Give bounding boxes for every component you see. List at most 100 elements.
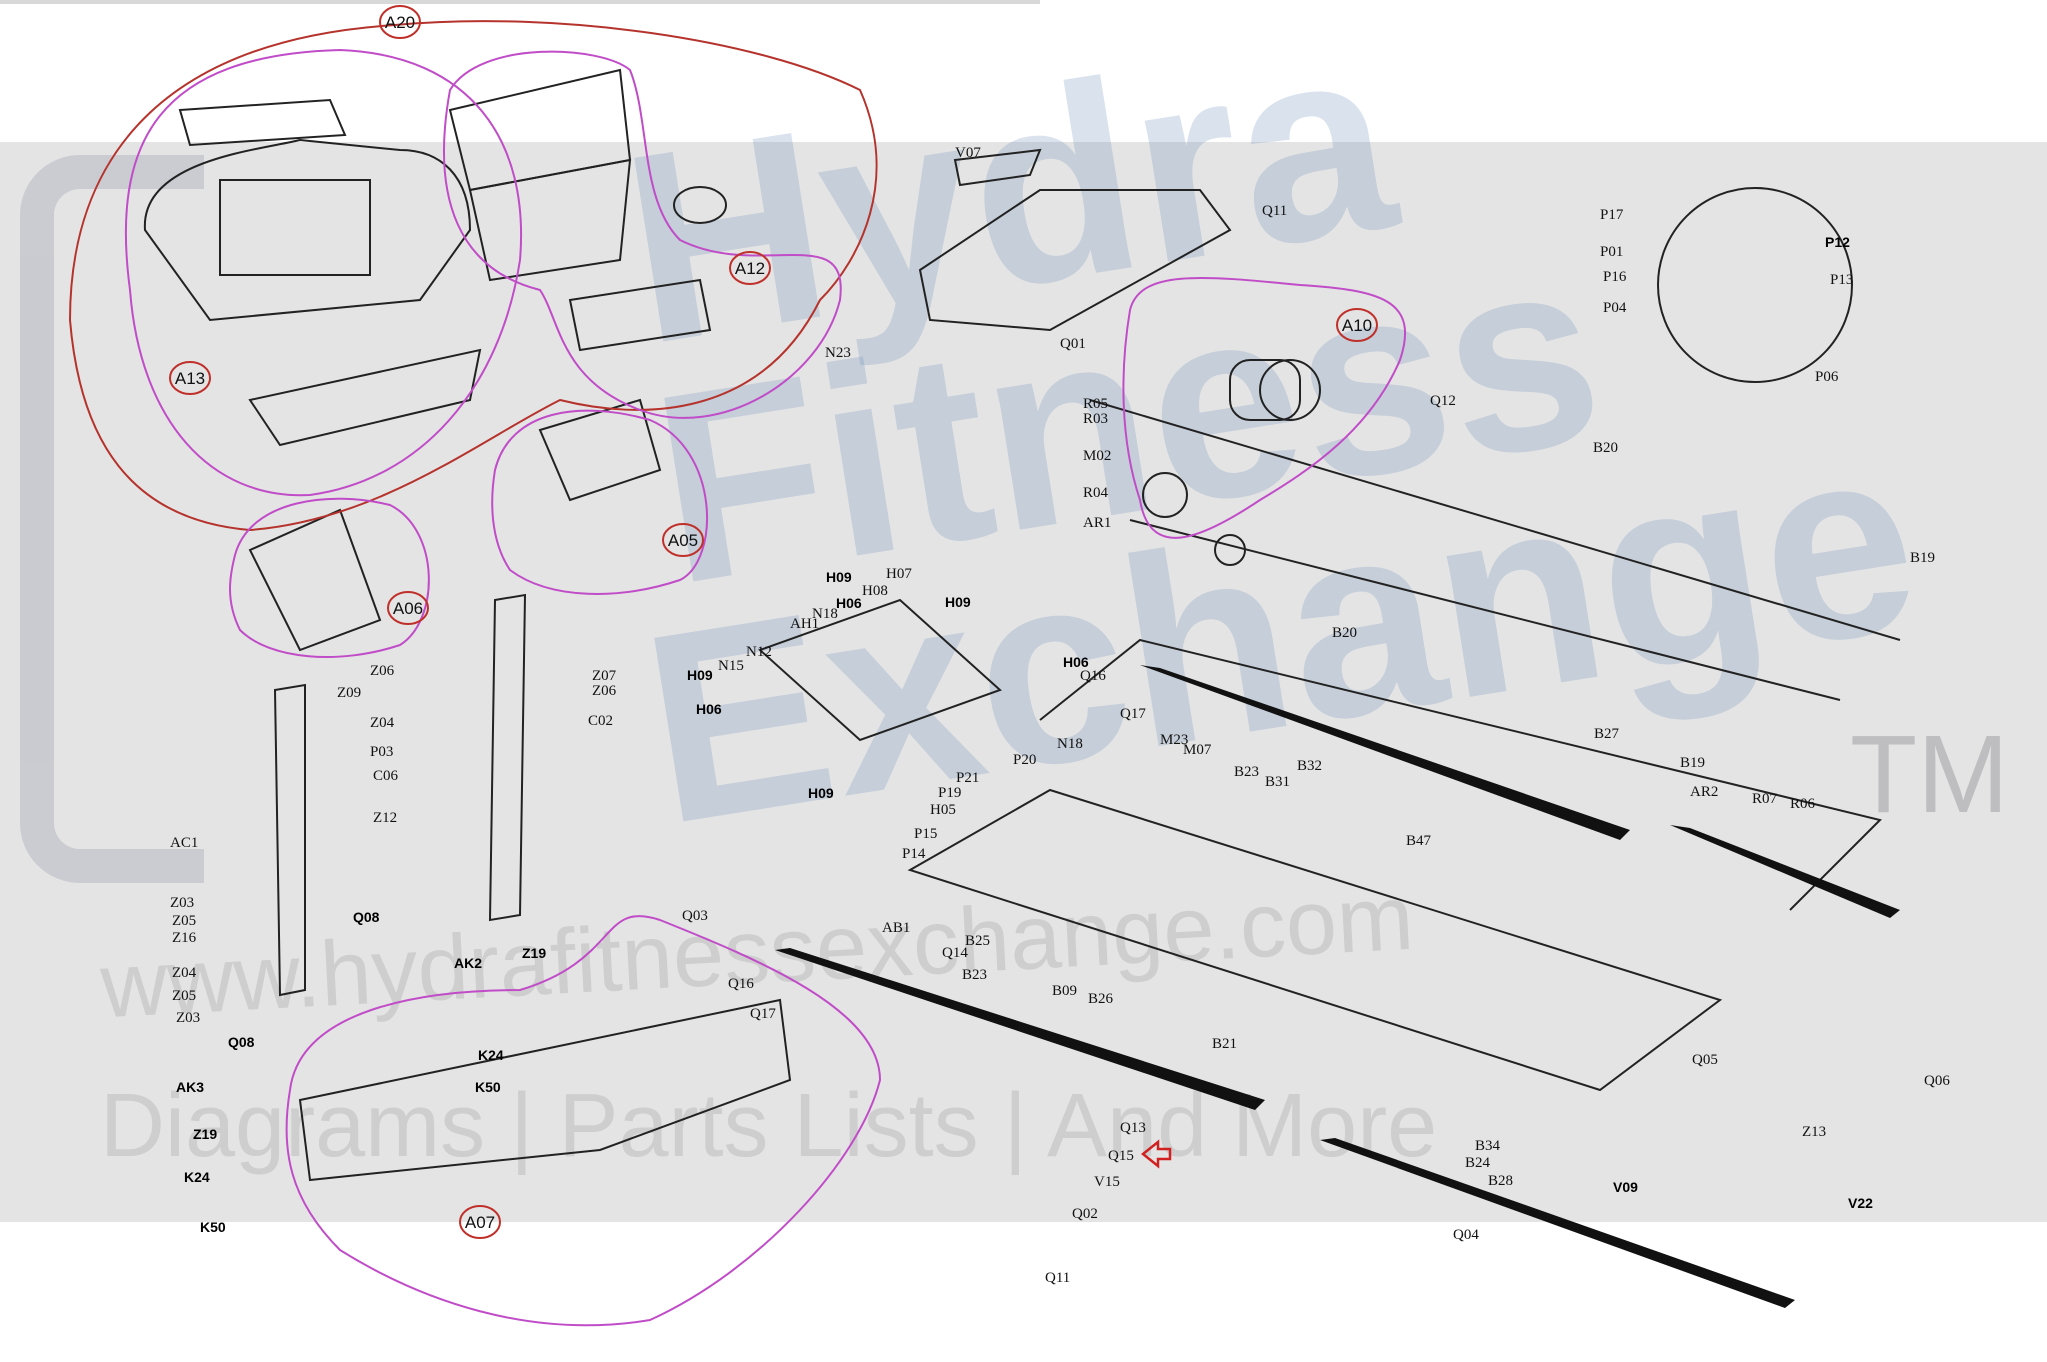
part-label: C06 <box>373 768 399 784</box>
base-frame-outline <box>298 998 792 1182</box>
part-label: P17 <box>1600 207 1624 223</box>
lift-frame-outline <box>758 598 1002 742</box>
assembly-badge-label: A12 <box>735 259 765 278</box>
assembly-outline-a10 <box>1122 276 1406 539</box>
line-art <box>143 68 1901 1182</box>
side-rail-lower-end <box>1320 1138 1795 1308</box>
part-label: M23 <box>1160 732 1188 748</box>
part-label: P03 <box>370 744 393 760</box>
assembly-outline-a12 <box>443 50 842 419</box>
top-edge-rule <box>0 0 1040 4</box>
part-label: Q02 <box>1072 1206 1098 1222</box>
assembly-badge-ring <box>662 523 704 557</box>
assembly-badge-ring <box>459 1205 501 1239</box>
part-label: P19 <box>938 785 961 801</box>
part-label: Q14 <box>942 945 968 961</box>
assembly-badge-ring <box>169 361 211 395</box>
part-label: H06 <box>836 595 862 611</box>
part-label: B31 <box>1265 774 1290 790</box>
assembly-badge-label: A13 <box>175 369 205 388</box>
part-label: P16 <box>1603 269 1627 285</box>
part-label: P12 <box>1825 234 1850 250</box>
part-label: V09 <box>1613 1179 1638 1195</box>
part-label: Z09 <box>337 685 361 701</box>
part-label: Q05 <box>1692 1052 1718 1068</box>
part-label: Q06 <box>1924 1073 1950 1089</box>
part-label: R05 <box>1083 396 1108 412</box>
part-label: B28 <box>1488 1173 1513 1189</box>
part-label: Z19 <box>522 945 546 961</box>
part-label: Z04 <box>172 965 197 981</box>
motor-body-outline <box>1229 359 1301 421</box>
part-label: B32 <box>1297 758 1322 774</box>
part-label: Z19 <box>193 1126 217 1142</box>
handlebar-right-outline <box>538 398 662 502</box>
part-label: Q17 <box>1120 706 1146 722</box>
assembly-badge-a07: A07 <box>459 1205 501 1239</box>
part-label: Q01 <box>1060 336 1086 352</box>
front-roller-outline <box>1214 534 1246 566</box>
part-label: V07 <box>955 145 981 161</box>
part-label: B09 <box>1052 983 1077 999</box>
part-label: N18 <box>1057 736 1083 752</box>
assembly-badge-ring <box>1336 308 1378 342</box>
part-label: Z04 <box>370 715 395 731</box>
part-label: B20 <box>1593 440 1618 456</box>
part-label: B21 <box>1212 1036 1237 1052</box>
part-label: AR1 <box>1083 515 1111 531</box>
hood-label-outline <box>953 148 1042 187</box>
part-label: B26 <box>1088 991 1114 1007</box>
console-recess <box>219 179 371 276</box>
part-label: K24 <box>184 1169 210 1185</box>
part-label: AK3 <box>176 1079 204 1095</box>
pointer-arrow-icon <box>1140 1139 1172 1169</box>
cup-holder-outline <box>673 186 727 224</box>
part-label: M02 <box>1083 448 1111 464</box>
part-label: Z05 <box>172 988 196 1004</box>
part-label: B20 <box>1332 625 1357 641</box>
upright-left-outline <box>273 683 306 997</box>
assembly-badge-a12: A12 <box>729 251 771 285</box>
part-label: Q13 <box>1120 1120 1146 1136</box>
assembly-badge-ring <box>729 251 771 285</box>
assembly-outline-a13 <box>124 48 522 497</box>
assembly-badge-a05: A05 <box>662 523 704 557</box>
bracket-outline <box>568 278 712 352</box>
assembly-outline-a06 <box>229 497 430 658</box>
belt-strips <box>775 665 1900 1308</box>
part-label: B25 <box>965 933 990 949</box>
assembly-outline-a20 <box>68 20 878 532</box>
part-label: R03 <box>1083 411 1108 427</box>
watermark-band <box>0 142 2047 1222</box>
part-labels: V07Q11Q01P17P12P01P13P16P04P06N23R05R03M… <box>170 145 1950 1286</box>
part-label: H06 <box>1063 654 1089 670</box>
watermark-logo-mark <box>20 155 204 883</box>
assembly-badge-label: A05 <box>668 531 698 550</box>
part-label: M07 <box>1183 742 1212 758</box>
part-label: Z05 <box>172 913 196 929</box>
assembly-badge-a10: A10 <box>1336 308 1378 342</box>
deck-frame-outline <box>907 788 1723 1092</box>
part-label: Q08 <box>353 909 380 925</box>
part-label: AR2 <box>1690 784 1718 800</box>
deck-rail-upper <box>1089 399 1901 641</box>
part-label: N15 <box>718 658 744 674</box>
part-label: H07 <box>886 566 912 582</box>
part-label: AB1 <box>882 920 910 936</box>
part-label: K50 <box>475 1079 501 1095</box>
display-board-outline <box>448 68 632 192</box>
part-label: Q16 <box>1080 668 1106 684</box>
part-label: R04 <box>1083 485 1109 501</box>
assembly-badge-ring <box>387 591 429 625</box>
motor-end-outline <box>1259 359 1321 421</box>
assembly-badge-ring <box>379 5 421 39</box>
part-label: Z06 <box>370 663 395 679</box>
console-frame-outline <box>248 348 482 447</box>
part-label: P01 <box>1600 244 1623 260</box>
motor-hood-outline <box>918 189 1232 332</box>
part-label: H08 <box>862 583 888 599</box>
part-label: B23 <box>1234 764 1259 780</box>
part-label: B34 <box>1475 1138 1501 1154</box>
part-label: K24 <box>478 1047 504 1063</box>
part-label: B19 <box>1910 550 1935 566</box>
